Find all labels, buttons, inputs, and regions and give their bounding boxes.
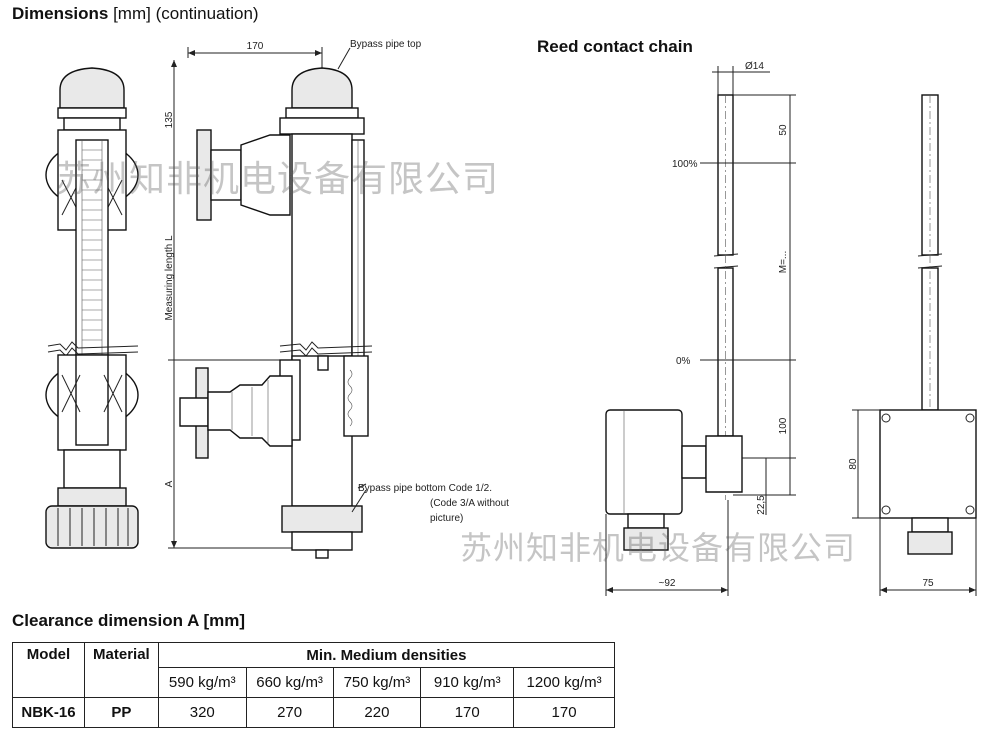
dim-22-5-label: 22,5 (756, 495, 767, 515)
table-row: NBK-16 PP 320 270 220 170 170 (12, 697, 615, 728)
dimensions-heading: Dimensions [mm] (continuation) (12, 4, 259, 24)
dimensions-heading-units: [mm] (continuation) (108, 4, 259, 23)
density-col-750: 750 kg/m³ (332, 667, 422, 698)
dim-100-label: 100 (778, 417, 789, 434)
level-100-percent-label: 100% (672, 159, 698, 170)
cell-value: 270 (245, 697, 334, 728)
dim-50-label: 50 (778, 124, 789, 136)
header-min-densities: Min. Medium densities (157, 642, 616, 668)
table-header-row: Model Material Min. Medium densities (12, 642, 616, 698)
diameter-14-label: Ø14 (745, 61, 764, 72)
cell-value: 220 (332, 697, 422, 728)
density-col-590: 590 kg/m³ (157, 667, 247, 698)
dim-92-label: ~92 (659, 578, 676, 589)
header-material: Material (83, 642, 159, 698)
dim-a-label: A (164, 480, 175, 487)
level-0-percent-label: 0% (676, 356, 691, 367)
density-col-660: 660 kg/m³ (245, 667, 334, 698)
clearance-table: Model Material Min. Medium densities 590… (12, 642, 616, 728)
clearance-heading: Clearance dimension A [mm] (12, 611, 246, 630)
header-model: Model (12, 642, 85, 698)
dim-135-label: 135 (164, 111, 175, 128)
density-col-910: 910 kg/m³ (420, 667, 515, 698)
reed-chain-front-drawing: Ø14 50 100% M=... 0% 100 22,5 ~92 (605, 61, 796, 596)
cell-value: 320 (157, 697, 247, 728)
density-col-1200: 1200 kg/m³ (513, 667, 615, 698)
dim-170-label: 170 (247, 41, 264, 52)
technical-drawing: 170 135 Measuring length L A (45, 39, 977, 596)
dimensions-heading-bold: Dimensions (12, 4, 109, 23)
cell-model: NBK-16 (12, 697, 85, 728)
reed-chain-side-drawing: 80 75 (848, 94, 977, 596)
cell-value: 170 (420, 697, 515, 728)
cell-material: PP (83, 697, 159, 728)
side-view-drawing: 170 135 Measuring length L A (164, 39, 509, 559)
m-equals-label: M=... (778, 251, 789, 274)
cell-value: 170 (513, 697, 615, 728)
front-view-drawing (45, 67, 139, 549)
dim-75-label: 75 (922, 578, 934, 589)
bypass-pipe-top-label: Bypass pipe top (350, 39, 422, 50)
reed-contact-chain-heading: Reed contact chain (537, 37, 693, 56)
measuring-length-label: Measuring length L (164, 235, 175, 320)
dim-80-label: 80 (848, 458, 859, 470)
bypass-pipe-bottom-label-line2: (Code 3/A without (430, 498, 509, 509)
bypass-pipe-bottom-label-line3: picture) (430, 513, 463, 524)
bypass-pipe-bottom-label-line1: Bypass pipe bottom Code 1/2. (358, 483, 492, 494)
